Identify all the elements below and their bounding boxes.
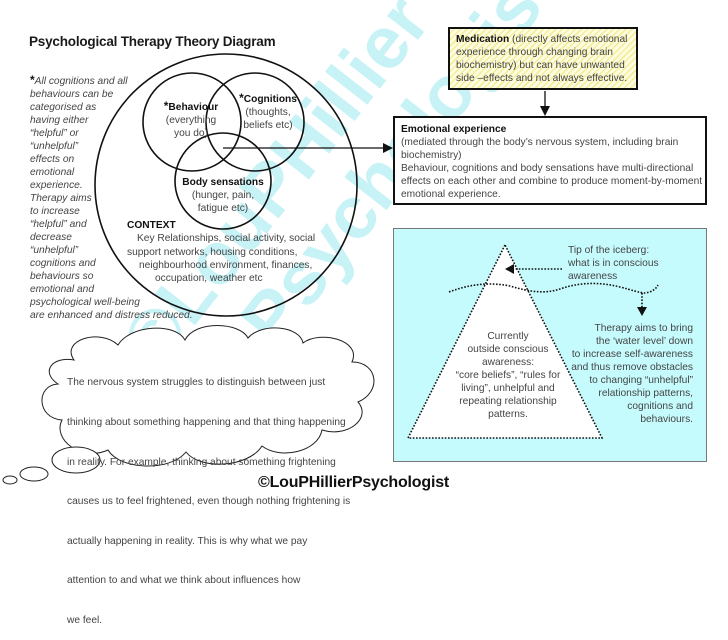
asterisk-mark: *	[239, 91, 244, 105]
cognitions-circle	[205, 72, 305, 172]
left-note-line: to increase	[30, 206, 80, 217]
left-note-line: “unhelpful”	[30, 245, 79, 256]
context-block: CONTEXT Key Relationships, social activi…	[127, 219, 315, 285]
left-note-line: are enhanced and distress reduced.	[30, 310, 193, 321]
context-circle	[94, 53, 358, 317]
tip-line: awareness	[568, 271, 618, 282]
left-note-line: “unhelpful”	[30, 141, 79, 152]
left-note-line: emotional	[30, 167, 75, 178]
context-line: Key Relationships, social activity, soci…	[137, 233, 316, 245]
therapy-line: to changing “unhelpful”	[589, 375, 693, 386]
cognitions-desc-line: (thoughts,	[245, 107, 291, 118]
iceberg-triangle	[406, 243, 604, 439]
water-down-arrowhead-icon	[637, 307, 647, 316]
cloud-line: The nervous system struggles to distingu…	[67, 377, 326, 389]
left-note-line: having either	[30, 115, 89, 126]
emotional-heading: Emotional experience	[401, 124, 507, 135]
context-heading: CONTEXT	[127, 220, 176, 231]
under-line: Currently	[487, 331, 529, 342]
left-note-line: emotional and	[30, 284, 95, 295]
tip-arrowhead-icon	[505, 264, 514, 274]
thought-bubble-tiny	[2, 475, 18, 485]
under-line: awareness:	[481, 357, 535, 368]
outside-awareness-text: Currently outside conscious awareness: “…	[448, 330, 568, 421]
copyright-footer: ©LouPHillierPsychologist	[258, 474, 450, 491]
left-note-line: behaviours so	[30, 271, 94, 282]
emotional-line: Behaviour, cognitions and body sensation…	[401, 163, 694, 174]
tip-line: Tip of the iceberg:	[568, 245, 650, 256]
behaviour-circle	[142, 72, 242, 172]
cloud-line: actually happening in reality. This is w…	[67, 535, 308, 547]
medication-text: (directly affects emotional experience t…	[456, 34, 628, 84]
emotional-line: (mediated through the body’s nervous sys…	[401, 137, 679, 148]
therapy-line: Therapy aims to bring	[594, 323, 693, 334]
left-note-line: cognitions and	[30, 258, 96, 269]
body-sensations-circle	[174, 132, 272, 230]
cloud-line: in reality. For example, thinking about …	[67, 456, 336, 468]
left-note-line: psychological well-being	[30, 297, 140, 308]
context-line: neighbourhood environment, finances,	[139, 259, 313, 271]
left-note-line: categorised as	[30, 102, 97, 113]
water-level-line	[448, 282, 659, 294]
asterisk-mark: *	[30, 73, 35, 87]
thought-bubble-medium	[51, 446, 101, 474]
diagram-title: Psychological Therapy Theory Diagram	[29, 34, 276, 49]
behaviour-title: Behaviour	[168, 102, 219, 113]
tip-of-iceberg-text: Tip of the iceberg: what is in conscious…	[568, 244, 659, 283]
body-sensations-title: Body sensations	[182, 177, 264, 188]
left-note-line: All cognitions and all	[34, 76, 128, 87]
context-line: occupation, weather etc	[155, 273, 263, 285]
emotional-line: effects on each other and combine to pro…	[401, 176, 703, 187]
asterisk-mark: *	[163, 99, 169, 113]
therapy-line: relationship patterns,	[598, 388, 693, 399]
behaviour-label: *Behaviour (everything you do)	[150, 100, 232, 140]
therapy-line: behaviours.	[640, 414, 693, 425]
left-note-line: behaviours can be	[30, 89, 114, 100]
thought-cloud	[2, 325, 375, 485]
behaviour-desc-line: (everything	[165, 115, 217, 126]
cognitions-title: Cognitions	[243, 94, 297, 105]
under-line: patterns.	[488, 409, 528, 420]
therapy-line: cognitions and	[627, 401, 693, 412]
left-note-line: “helpful” and	[30, 219, 87, 230]
cloud-line: attention to and what we think about inf…	[67, 575, 301, 587]
cloud-line: we feel.	[67, 615, 103, 627]
medication-box: Medication (directly affects emotional e…	[448, 27, 638, 90]
therapy-line: to increase self-awareness	[571, 349, 693, 360]
left-note-line: experience.	[30, 180, 83, 191]
emotional-line: biochemistry)	[401, 150, 462, 161]
medication-heading: Medication	[456, 34, 510, 45]
thought-bubble-small	[19, 466, 49, 482]
left-note-line: decrease	[30, 232, 72, 243]
therapy-aims-text: Therapy aims to bring the ‘water level’ …	[560, 322, 693, 426]
cloud-line: causes us to feel frightened, even thoug…	[67, 496, 351, 508]
left-note-line: effects on	[30, 154, 75, 165]
cognitions-desc-line: beliefs etc)	[243, 120, 293, 131]
cognitions-label: *Cognitions (thoughts, beliefs etc)	[233, 92, 303, 132]
emotional-experience-box: Emotional experience (mediated through t…	[393, 116, 707, 205]
left-note-line: Therapy aims	[30, 193, 92, 204]
emotional-line: emotional experience.	[401, 189, 501, 200]
left-note-line: “helpful” or	[30, 128, 79, 139]
tip-line: what is in conscious	[568, 258, 659, 269]
left-note: *All cognitions and all behaviours can b…	[30, 73, 193, 322]
therapy-line: the ‘water level’ down	[595, 336, 693, 347]
behaviour-desc-line: you do)	[174, 128, 208, 139]
under-line: outside conscious	[467, 344, 549, 355]
under-line: repeating relationship	[459, 396, 557, 407]
diagram-shapes	[2, 53, 659, 485]
cloud-line: thinking about something happening and t…	[67, 417, 346, 429]
context-line: support networks, housing conditions,	[127, 246, 298, 258]
body-sensations-label: Body sensations (hunger, pain, fatigue e…	[178, 176, 268, 215]
body-desc-line: (hunger, pain,	[191, 190, 255, 201]
body-desc-line: fatigue etc)	[197, 203, 249, 214]
under-line: “core beliefs”, “rules for	[455, 370, 561, 381]
therapy-line: and thus remove obstacles	[571, 362, 693, 373]
thought-cloud-text: The nervous system struggles to distingu…	[67, 350, 350, 640]
under-line: living”, unhelpful and	[461, 383, 555, 394]
